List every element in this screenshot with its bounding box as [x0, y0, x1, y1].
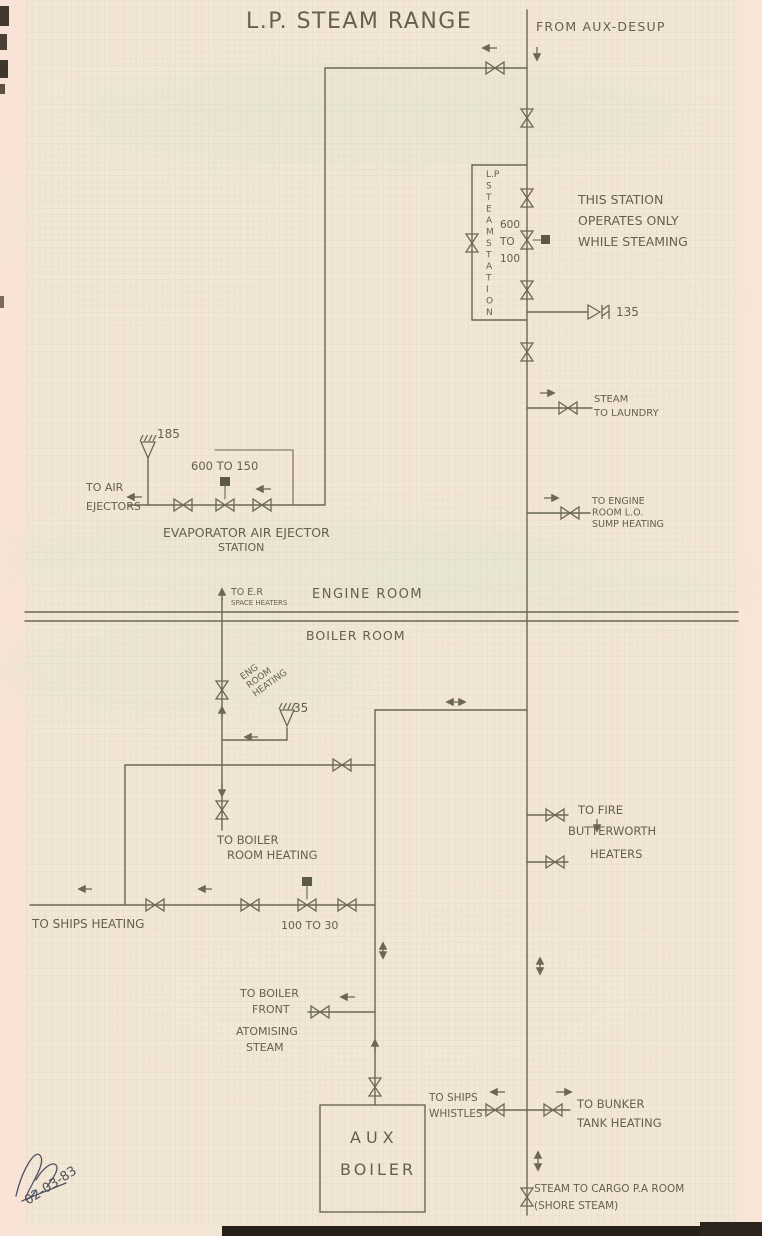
label-aux-boiler-2: BOILER — [340, 1160, 416, 1179]
label-shore-steam: STEAM TO CARGO P.A ROOM(SHORE STEAM) — [534, 1183, 684, 1212]
pipe-evap-box — [214, 449, 294, 506]
valves — [139, 61, 610, 1207]
label-ships-heating: TO SHIPS HEATING — [31, 917, 144, 931]
label-fire-3: HEATERS — [590, 847, 642, 861]
label-relief-185: 185 — [157, 427, 180, 441]
label-relief-135: 135 — [616, 305, 639, 319]
paper-edge-right — [736, 0, 762, 1236]
label-to-er-heaters-2: SPACE HEATERS — [231, 599, 288, 607]
label-atomising-4: STEAM — [246, 1041, 284, 1054]
actuator-icon — [220, 477, 230, 486]
label-boiler-heating-1: TO BOILER — [216, 833, 279, 847]
label-aux-boiler-1: AUX — [350, 1128, 399, 1147]
aux-boiler-outline — [319, 1104, 426, 1213]
label-evap-station-2: STATION — [218, 541, 264, 554]
page-title: L.P. STEAM RANGE — [246, 9, 472, 34]
label-boiler-heating-2: ROOM HEATING — [227, 848, 318, 862]
flow-arrows — [77, 43, 602, 1172]
scan-artifacts — [0, 6, 762, 1236]
label-engine-room: ENGINE ROOM — [312, 587, 423, 602]
label-from-aux-desup: FROM AUX-DESUP — [536, 19, 666, 34]
actuator-icon — [302, 877, 312, 886]
label-boiler-room: BOILER ROOM — [306, 628, 406, 643]
label-100-to-30: 100 TO 30 — [281, 919, 338, 932]
label-fire-2: BUTTERWORTH — [568, 824, 656, 838]
label-atomising-2: FRONT — [252, 1003, 290, 1016]
actuator-icon — [541, 235, 550, 244]
label-relief-35: 35 — [293, 701, 308, 715]
label-fire-1: TO FIRE — [577, 803, 623, 817]
label-evap-station-1: EVAPORATOR AIR EJECTOR — [163, 525, 330, 540]
label-atomising-3: ATOMISING — [236, 1025, 298, 1038]
signature-icon — [15, 1153, 67, 1202]
label-to-er-heaters-1: TO E.R — [230, 587, 263, 598]
label-600-to-150: 600 TO 150 — [191, 459, 258, 473]
label-atomising-1: TO BOILER — [239, 987, 299, 1000]
graph-grid — [26, 0, 738, 1226]
paper-creases — [26, 86, 738, 1147]
